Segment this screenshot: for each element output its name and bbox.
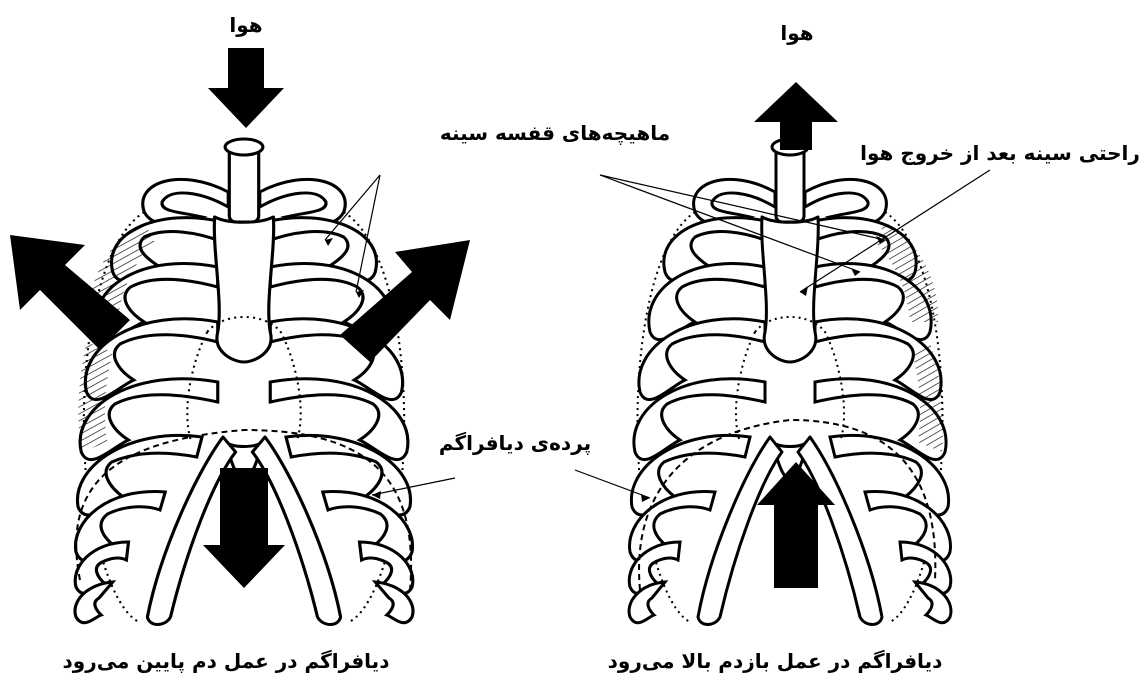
diaphragm-label: پرده‌ی دیافراگم: [439, 431, 591, 456]
caption-left: دیافراگم در عمل دم پایین می‌رود: [63, 649, 390, 674]
air-label-right: هوا: [780, 21, 813, 45]
chest-relax-label: راحتی سینه بعد از خروج هوا: [860, 141, 1140, 165]
air-out-arrow: [754, 82, 838, 150]
caption-right: دیافراگم در عمل بازدم بالا می‌رود: [608, 649, 943, 673]
air-in-arrow: [208, 48, 284, 128]
chest-muscles-label: ماهیچه‌های قفسه سینه: [440, 121, 670, 146]
air-label-left: هوا: [229, 13, 262, 37]
